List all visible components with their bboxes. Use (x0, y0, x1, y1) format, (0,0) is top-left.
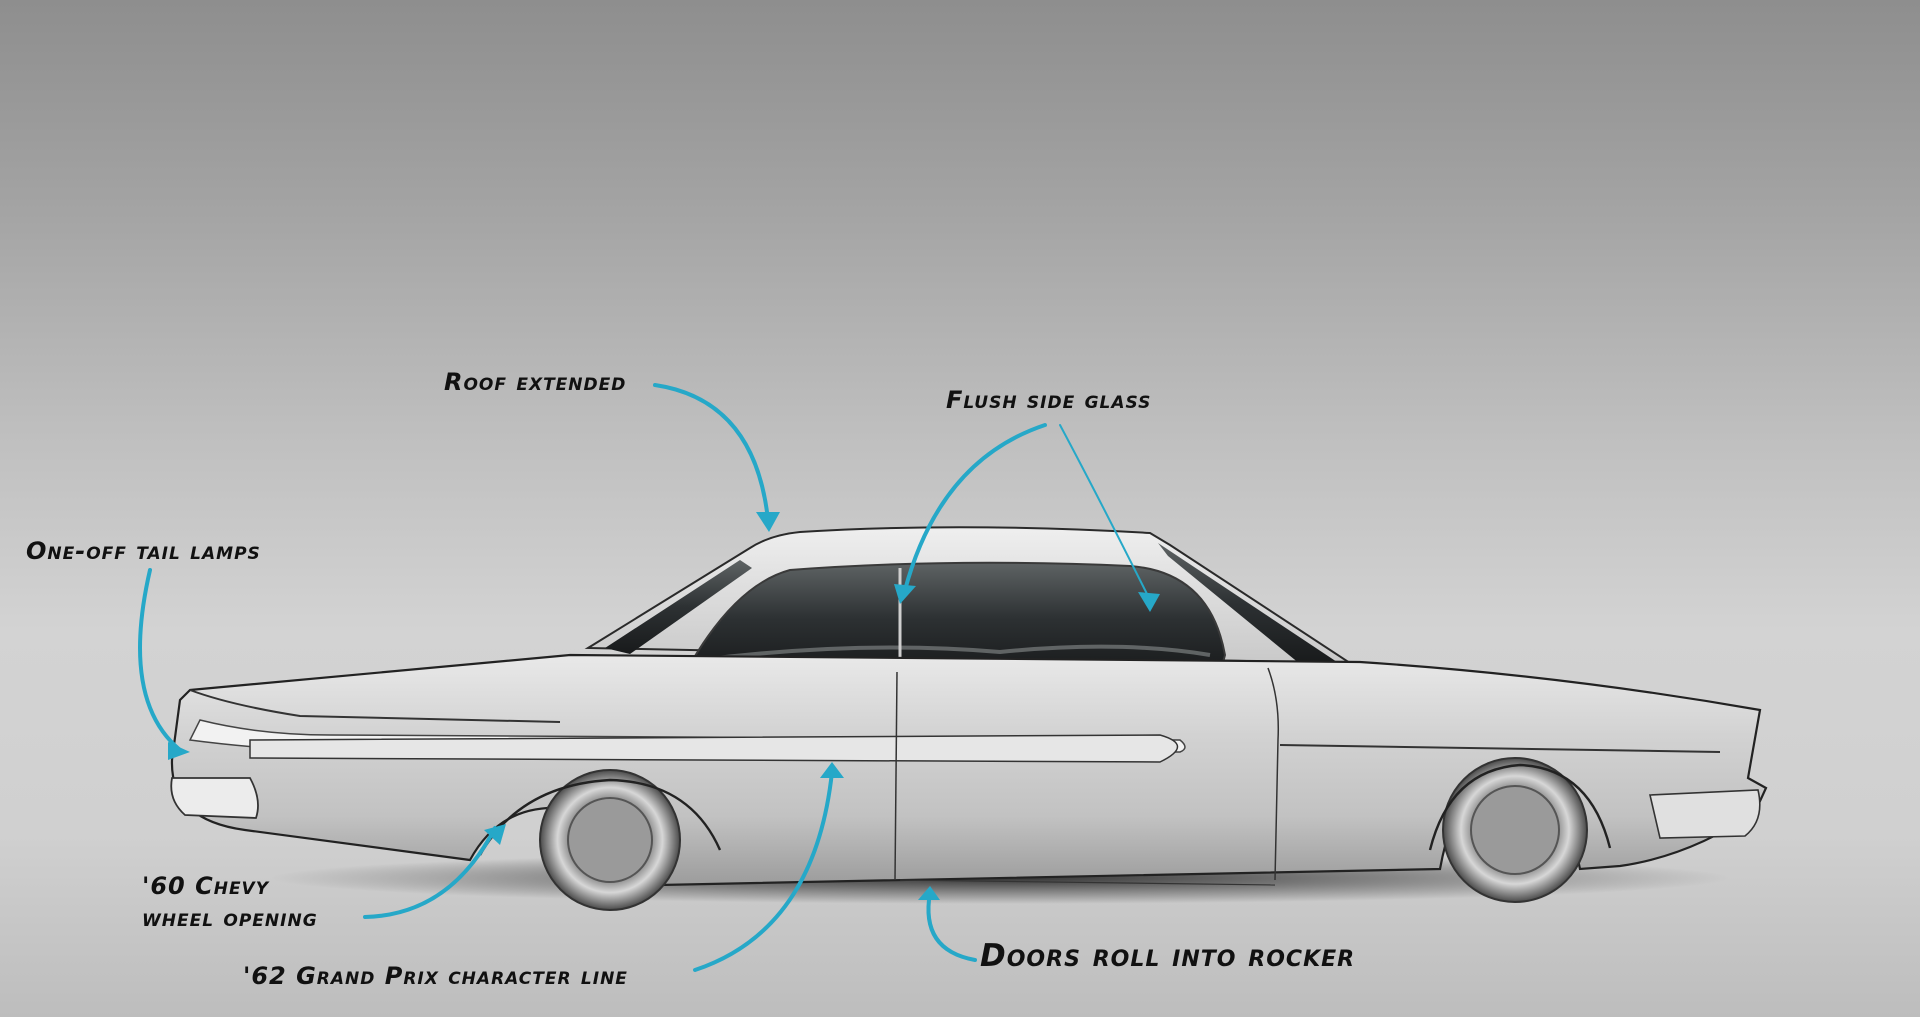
windshield (1158, 543, 1340, 664)
character-line-arrow (693, 770, 834, 972)
wheel-arrow (363, 826, 497, 919)
callout-doors-roll-into-rocker: Doors roll into rocker (980, 938, 1356, 974)
rocker-arrow (926, 891, 977, 962)
arrow-heads (168, 512, 1160, 900)
rear-window (605, 560, 752, 654)
callout-wheel-opening: '60 Chevy wheel opening (142, 872, 318, 932)
callout-character-line: '62 Grand Prix character line (243, 962, 628, 990)
glass-arrow-right (1059, 424, 1151, 601)
arrow-icon (138, 383, 1151, 972)
tail-lamp (170, 777, 259, 819)
callout-roof-extended: Roof extended (444, 368, 627, 396)
glass-arrow-left (903, 423, 1047, 592)
callout-one-off-tail-lamps: One-off tail lamps (26, 537, 261, 565)
tail-lamp-arrow (138, 568, 182, 752)
roof-arrow (653, 383, 770, 522)
callout-flush-side-glass: Flush side glass (946, 386, 1152, 414)
